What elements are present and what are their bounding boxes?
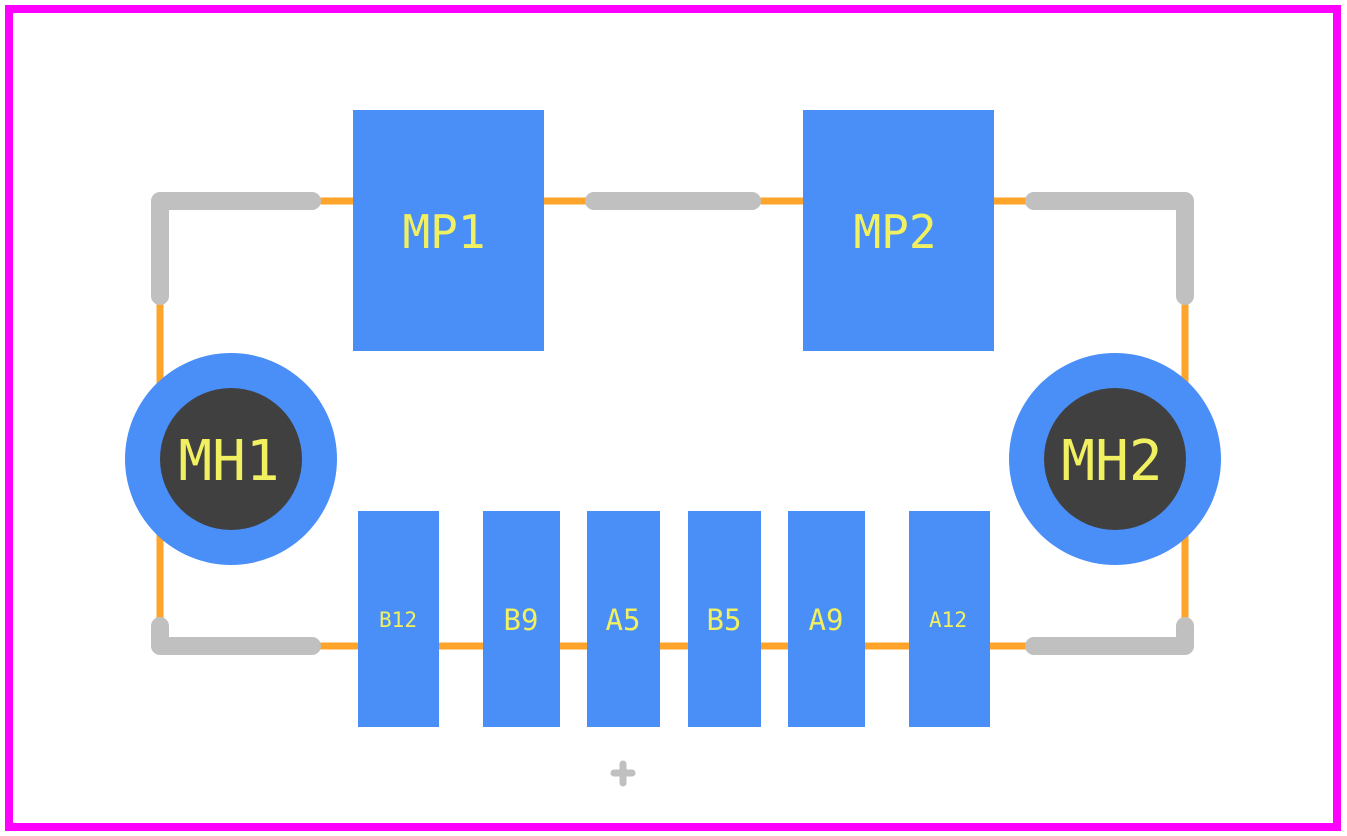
pad-mp1[interactable]: MP1 — [353, 110, 544, 351]
pad-a5[interactable]: A5 — [587, 511, 660, 727]
board-outline — [5, 5, 1341, 831]
hole-mh2[interactable]: MH2 — [1009, 353, 1221, 565]
hole-mh1[interactable]: MH1 — [125, 353, 337, 565]
hole-mh2-label: MH2 — [1061, 429, 1162, 494]
pad-mp1-label: MP1 — [402, 205, 485, 259]
pad-b12[interactable]: B12 — [358, 511, 439, 727]
origin-cross-icon — [610, 760, 636, 787]
pad-a5-label: A5 — [606, 603, 641, 637]
pad-a12[interactable]: A12 — [909, 511, 990, 727]
pad-b5[interactable]: B5 — [688, 511, 761, 727]
pad-a12-label: A12 — [929, 608, 967, 632]
pad-mp2-label: MP2 — [853, 205, 936, 259]
pad-a9[interactable]: A9 — [788, 511, 865, 727]
pad-a9-label: A9 — [809, 603, 844, 637]
hole-mh1-label: MH1 — [178, 429, 279, 494]
silkscreen-outline — [151, 192, 1194, 655]
pad-b9-label: B9 — [504, 603, 539, 637]
pad-b5-label: B5 — [707, 603, 742, 637]
pad-b12-label: B12 — [379, 608, 417, 632]
pad-mp2[interactable]: MP2 — [803, 110, 994, 351]
pad-b9[interactable]: B9 — [483, 511, 560, 727]
